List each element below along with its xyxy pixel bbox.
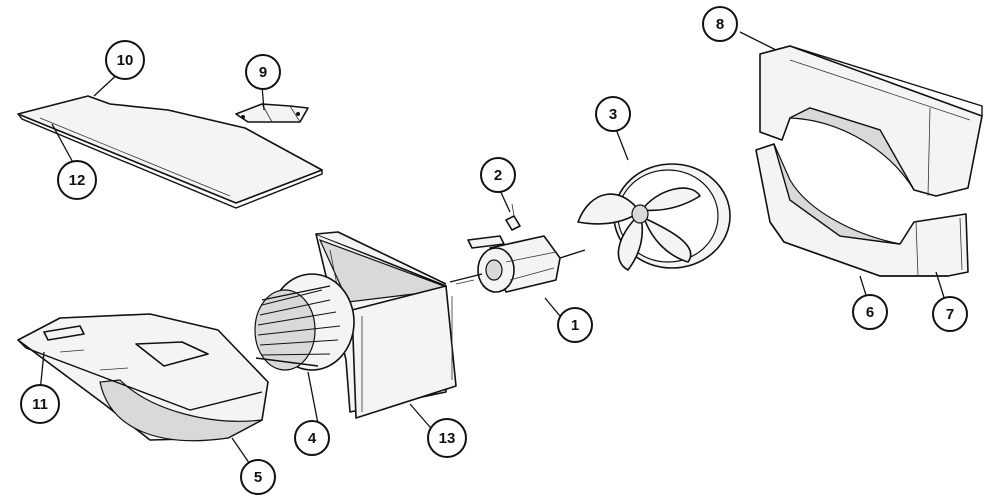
svg-text:6: 6 <box>866 304 874 321</box>
callout-8: 8 <box>702 6 738 42</box>
callout-5: 5 <box>240 459 276 495</box>
svg-text:10: 10 <box>117 52 134 69</box>
svg-text:11: 11 <box>32 396 48 413</box>
clip <box>505 203 521 231</box>
svg-text:5: 5 <box>254 469 262 486</box>
svg-text:7: 7 <box>946 306 954 323</box>
top-panel <box>17 95 323 209</box>
blower-scroll-lower <box>17 313 269 442</box>
callout-7: 7 <box>932 296 968 332</box>
bracket <box>235 103 309 123</box>
svg-text:1: 1 <box>571 317 579 334</box>
shroud-lower <box>755 143 969 277</box>
svg-text:8: 8 <box>716 16 724 33</box>
svg-text:3: 3 <box>609 106 617 123</box>
svg-text:12: 12 <box>69 172 86 189</box>
callout-4: 4 <box>294 420 330 456</box>
svg-text:13: 13 <box>439 430 456 447</box>
callout-1: 1 <box>557 307 593 343</box>
fan-blade <box>577 163 731 271</box>
motor <box>449 235 586 293</box>
svg-text:4: 4 <box>308 430 317 447</box>
callout-2: 2 <box>480 157 516 193</box>
callout-13: 13 <box>427 418 467 458</box>
shroud-upper <box>759 45 983 197</box>
svg-text:2: 2 <box>494 167 502 184</box>
callout-9: 9 <box>245 54 281 90</box>
callout-12: 12 <box>57 160 97 200</box>
callout-10: 10 <box>105 40 145 80</box>
svg-text:9: 9 <box>259 64 267 81</box>
motor-mount-housing <box>315 231 457 419</box>
callout-6: 6 <box>852 294 888 330</box>
callout-3: 3 <box>595 96 631 132</box>
blower-wheel <box>254 273 355 371</box>
callout-11: 11 <box>20 384 60 424</box>
